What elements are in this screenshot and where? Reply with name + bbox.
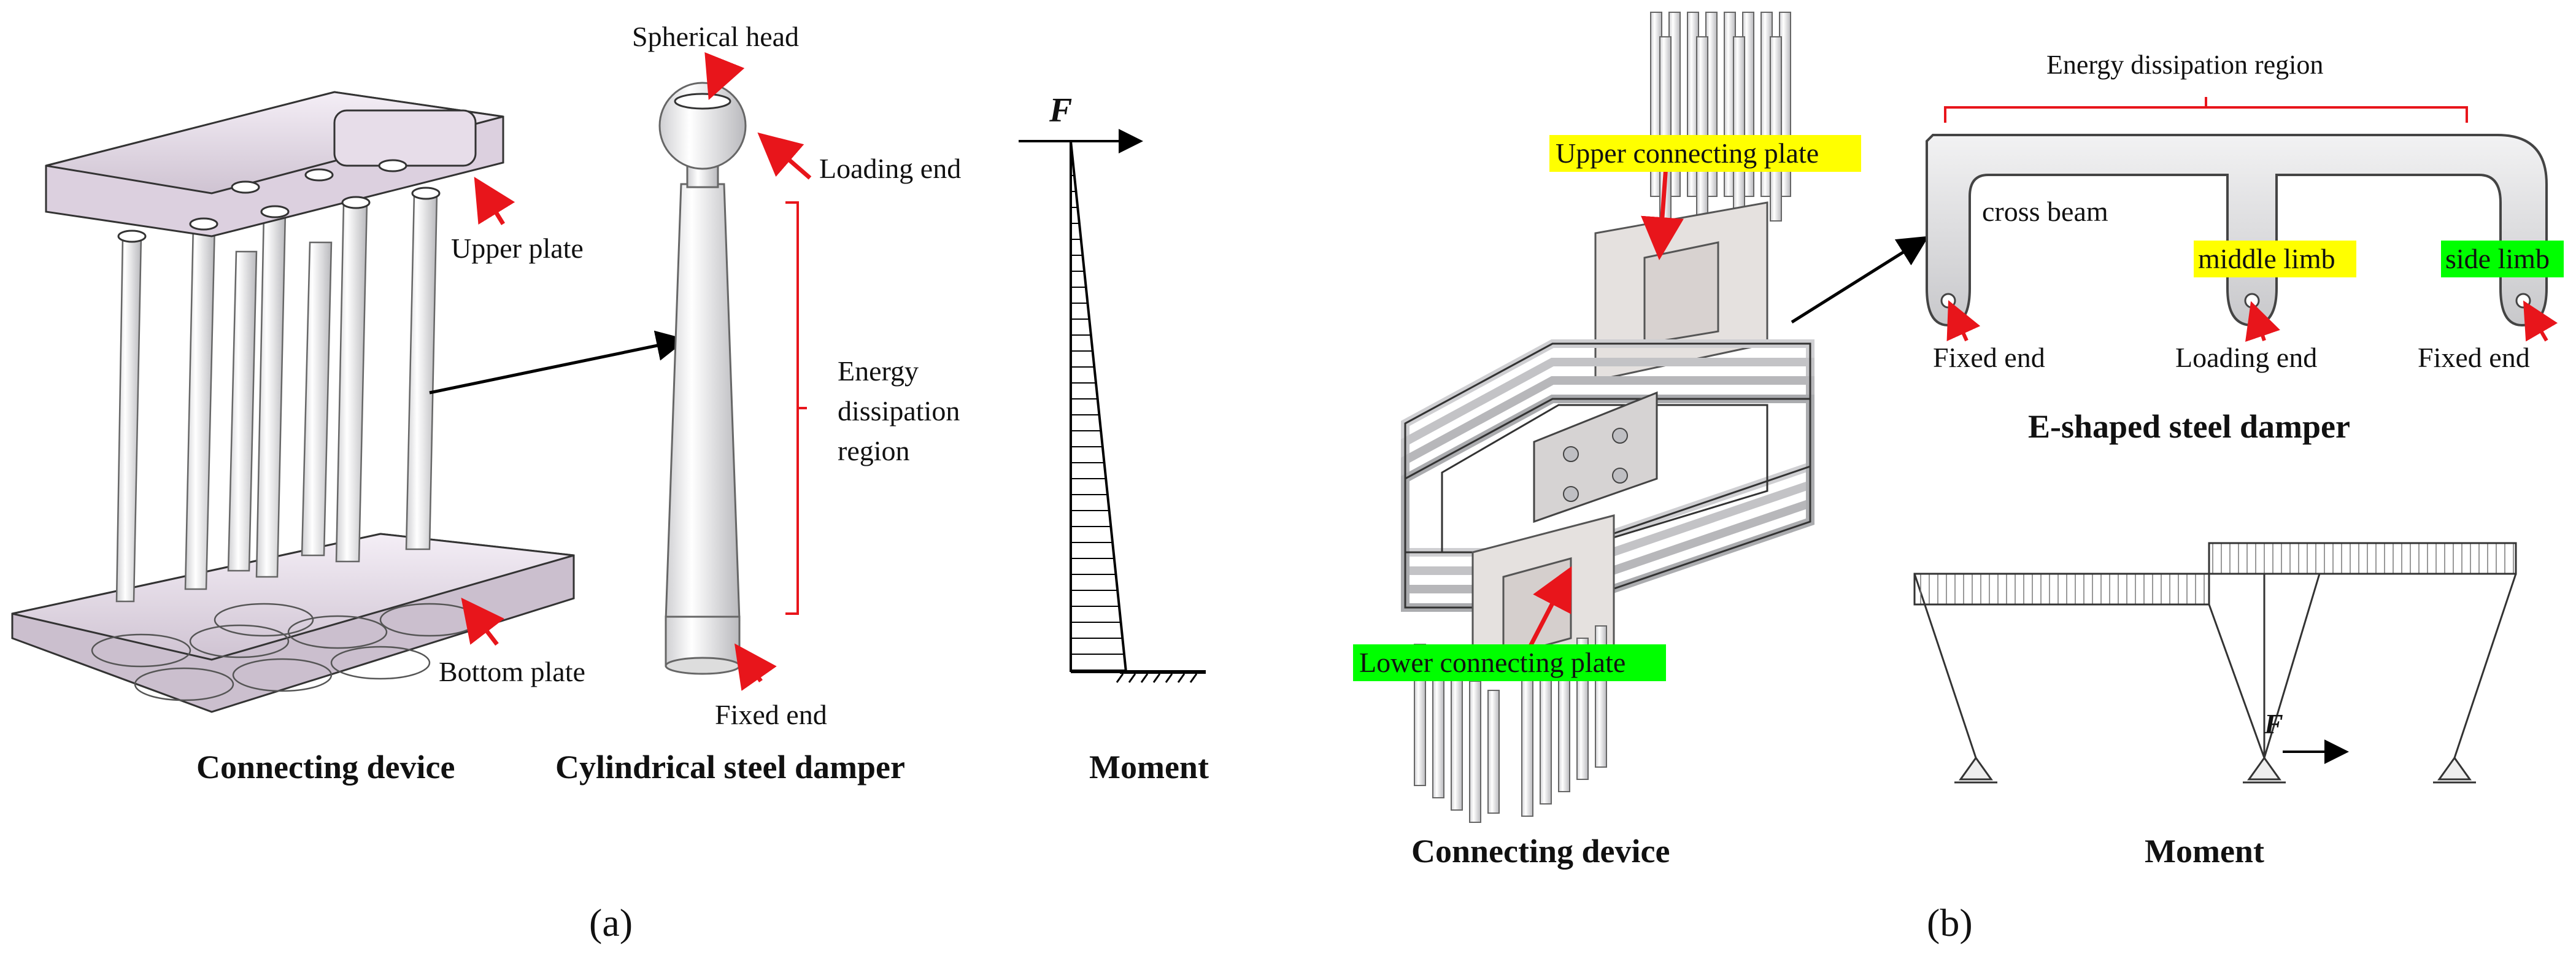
- spherical-head: [674, 93, 731, 110]
- cross-beam-label: cross beam: [1982, 196, 2108, 227]
- panel-b-connecting-device: Upper connecting plate Lower connecting …: [1353, 12, 1929, 870]
- panel-a-moment-diagram: F Moment: [1019, 91, 1209, 785]
- e-region-label: Energy dissipation region: [2046, 50, 2323, 80]
- side-limb-label: side limb: [2445, 243, 2550, 274]
- panel-b-e-damper: Energy dissipation region cross beam mid…: [1926, 50, 2564, 445]
- loading-end-label: Loading end: [819, 153, 961, 184]
- panel-b-damper-caption: E-shaped steel damper: [2028, 408, 2350, 445]
- panel-a-damper-caption: Cylindrical steel damper: [555, 749, 905, 785]
- upper-plate-label: Upper plate: [451, 233, 584, 264]
- spherical-head-label: Spherical head: [632, 21, 799, 52]
- e-loading-end-label: Loading end: [2175, 342, 2317, 373]
- e-fixed-end-left-label: Fixed end: [1933, 342, 2045, 373]
- panel-a-tag: (a): [589, 901, 633, 944]
- panel-b-device-caption: Connecting device: [1411, 833, 1670, 870]
- bottom-plate-label: Bottom plate: [439, 656, 585, 687]
- panel-b-moment-diagram: F Moment: [1913, 542, 2517, 870]
- panel-b-moment-caption: Moment: [2145, 833, 2264, 870]
- region-label-2: dissipation: [838, 395, 960, 426]
- region-label-1: Energy: [838, 355, 919, 387]
- panel-a-cylindrical-damper: Spherical head Loading end Energy dissip…: [555, 21, 961, 785]
- force-label-a: F: [1049, 91, 1072, 129]
- panel-a-device-caption: Connecting device: [196, 749, 455, 785]
- upper-connecting-plate-label: Upper connecting plate: [1556, 137, 1819, 169]
- fixed-end-label: Fixed end: [715, 699, 827, 730]
- region-label-3: region: [838, 435, 910, 466]
- middle-limb-label: middle limb: [2198, 243, 2335, 274]
- lower-connecting-plate-label: Lower connecting plate: [1359, 647, 1625, 678]
- panel-a-moment-caption: Moment: [1089, 749, 1209, 785]
- force-label-b: F: [2264, 708, 2283, 739]
- panel-b-tag: (b): [1927, 901, 1973, 944]
- e-fixed-end-right-label: Fixed end: [2418, 342, 2530, 373]
- panel-a-connecting-device: Upper plate Bottom plate Connecting devi…: [11, 91, 687, 785]
